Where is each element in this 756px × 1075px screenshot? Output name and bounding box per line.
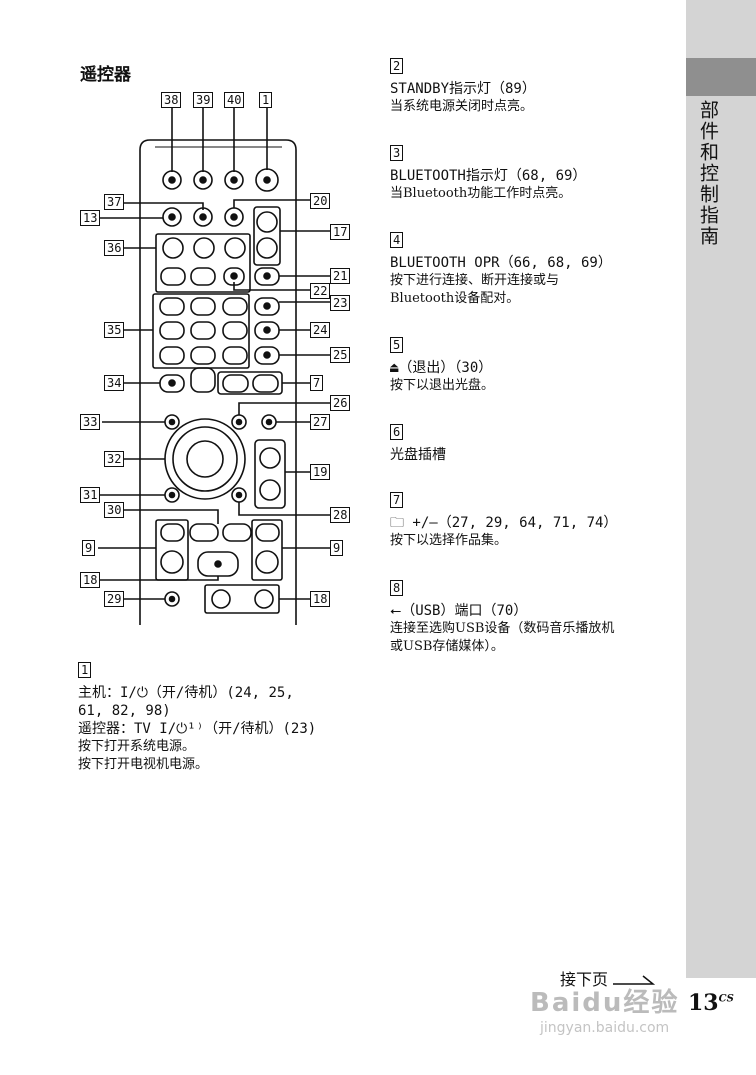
item-2: 2 STANDBY指示灯（89） 当系统电源关闭时点亮。 xyxy=(390,58,680,116)
callout-26: 26 xyxy=(330,395,351,411)
callout-21: 21 xyxy=(330,268,351,284)
watermark-logo: Baidu经验 xyxy=(530,988,680,1018)
remote-body xyxy=(139,139,297,625)
item-description: 当系统电源关闭时点亮。 xyxy=(390,99,534,114)
page-number-value: 13 xyxy=(688,990,719,1016)
callout-39: 39 xyxy=(193,92,214,108)
item-1: 1 主机：I/⏻（开/待机）(24, 25, 61, 82, 98) 遥控器：T… xyxy=(78,662,378,774)
callout-18-left: 18 xyxy=(80,572,101,588)
callout-18-right: 18 xyxy=(310,591,331,607)
item-description: 按下进行连接、断开连接或与 xyxy=(390,273,560,288)
sidebar-tab xyxy=(686,0,756,978)
callout-19: 19 xyxy=(310,464,331,480)
section-title: 遥控器 xyxy=(80,65,131,85)
remote-illustration xyxy=(98,108,330,625)
item-heading: ⭠（USB）端口（70） xyxy=(390,603,528,619)
callout-38: 38 xyxy=(161,92,182,108)
item-heading: 主机：I/⏻（开/待机）(24, 25, xyxy=(78,685,294,701)
callout-9-right: 9 xyxy=(330,540,344,556)
callout-28: 28 xyxy=(330,507,351,523)
item-description: 或USB存储媒体）。 xyxy=(390,639,504,654)
item-8: 8 ⭠（USB）端口（70） 连接至选购USB设备（数码音乐播放机 或USB存储… xyxy=(390,580,680,656)
callout-20: 20 xyxy=(310,193,331,209)
item-number: 2 xyxy=(390,58,404,74)
item-description: 按下打开系统电源。 xyxy=(78,739,196,754)
callout-35: 35 xyxy=(104,322,125,338)
watermark-url: jingyan.baidu.com xyxy=(540,1020,670,1036)
item-heading: 🗀 +/–（27, 29, 64, 71, 74） xyxy=(390,515,618,531)
callout-9-left: 9 xyxy=(82,540,96,556)
callout-30: 30 xyxy=(104,502,125,518)
item-number: 5 xyxy=(390,337,404,353)
callout-40: 40 xyxy=(224,92,245,108)
callout-7: 7 xyxy=(310,375,324,391)
callout-17: 17 xyxy=(330,224,351,240)
item-4: 4 BLUETOOTH OPR（66, 68, 69） 按下进行连接、断开连接或… xyxy=(390,232,680,308)
callout-22: 22 xyxy=(310,283,331,299)
callout-34: 34 xyxy=(104,375,125,391)
item-description: 按下以退出光盘。 xyxy=(390,378,495,393)
callout-36: 36 xyxy=(104,240,125,256)
item-number: 7 xyxy=(390,492,404,508)
item-number: 3 xyxy=(390,145,404,161)
item-heading: ⏏（退出）（30） xyxy=(390,360,493,376)
item-heading: BLUETOOTH OPR（66, 68, 69） xyxy=(390,255,612,271)
next-page-label: 接下页 xyxy=(560,966,663,990)
callout-13: 13 xyxy=(80,210,101,226)
callout-33: 33 xyxy=(80,414,101,430)
callout-29: 29 xyxy=(104,591,125,607)
sidebar-title: 部件和控制指南 xyxy=(697,100,719,247)
arrow-right-icon xyxy=(613,974,656,985)
page-number: 13CS xyxy=(688,990,734,1016)
item-3: 3 BLUETOOTH指示灯（68, 69） 当Bluetooth功能工作时点亮… xyxy=(390,145,680,203)
item-description: 按下打开电视机电源。 xyxy=(78,757,209,772)
item-number: 1 xyxy=(78,662,92,678)
item-heading: BLUETOOTH指示灯（68, 69） xyxy=(390,168,587,184)
item-number: 8 xyxy=(390,580,404,596)
callout-37: 37 xyxy=(104,194,125,210)
item-6: 6 光盘插槽 xyxy=(390,424,680,464)
item-number: 6 xyxy=(390,424,404,440)
item-description: 连接至选购USB设备（数码音乐播放机 xyxy=(390,621,615,636)
callout-24: 24 xyxy=(310,322,331,338)
item-description: Bluetooth设备配对。 xyxy=(390,291,520,306)
callout-31: 31 xyxy=(80,487,101,503)
item-heading: 61, 82, 98) xyxy=(78,703,171,719)
callout-32: 32 xyxy=(104,451,125,467)
item-5: 5 ⏏（退出）（30） 按下以退出光盘。 xyxy=(390,337,680,395)
callout-23: 23 xyxy=(330,295,351,311)
item-heading: 遥控器：TV I/⏻¹⁾（开/待机）(23) xyxy=(78,721,317,737)
sidebar-marker xyxy=(686,58,756,96)
item-heading: 光盘插槽 xyxy=(390,447,446,463)
item-description: 按下以选择作品集。 xyxy=(390,533,508,548)
item-heading: STANDBY指示灯（89） xyxy=(390,81,536,97)
callout-25: 25 xyxy=(330,347,351,363)
page-suffix: CS xyxy=(718,993,734,1005)
next-page-text: 接下页 xyxy=(560,970,609,989)
item-description: 当Bluetooth功能工作时点亮。 xyxy=(390,186,572,201)
item-number: 4 xyxy=(390,232,404,248)
callout-1: 1 xyxy=(259,92,273,108)
item-7: 7 🗀 +/–（27, 29, 64, 71, 74） 按下以选择作品集。 xyxy=(390,492,680,550)
callout-27: 27 xyxy=(310,414,331,430)
